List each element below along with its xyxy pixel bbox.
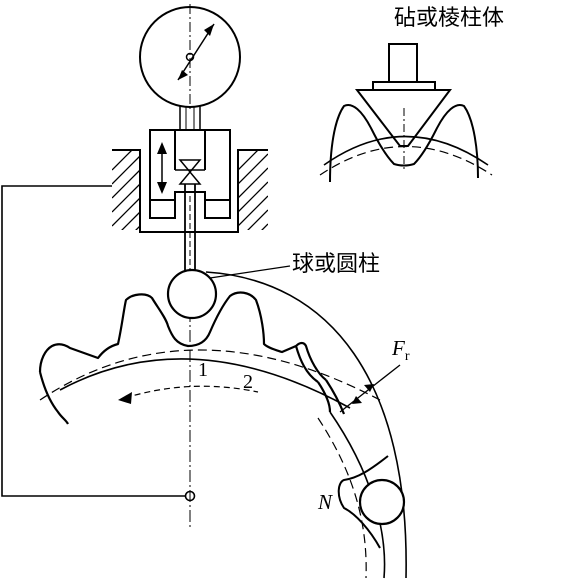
label-ball-or-cylinder: 球或圆柱	[292, 252, 381, 277]
housing-hatch-right	[238, 150, 268, 230]
gear-center-pivot	[184, 490, 196, 502]
label-fr: Fr	[392, 338, 410, 364]
anvil-pitch-circle	[319, 145, 493, 176]
rotation-arrow	[118, 385, 259, 404]
probe-housing	[112, 129, 268, 233]
label-mark-2: 2	[243, 371, 253, 393]
connection-frame	[1, 185, 196, 502]
runout-dashed-arc	[317, 417, 367, 579]
label-mark-n: N	[318, 490, 333, 514]
label-anvil-or-prism: 砧或棱柱体	[394, 6, 505, 31]
gear-pitch-circle	[39, 349, 381, 401]
housing-hatch-left	[112, 150, 141, 230]
probe-rod	[184, 184, 196, 272]
indicator-stem	[179, 106, 201, 130]
anvil-collar	[372, 81, 436, 91]
probe-ball	[166, 268, 218, 320]
label-mark-1: 1	[198, 359, 208, 381]
n-tooth	[337, 455, 406, 549]
anvil-detail	[319, 43, 493, 183]
n-measure-ball	[358, 478, 406, 526]
anvil-gear-teeth	[329, 104, 479, 183]
label-fr-sub: r	[404, 349, 410, 365]
anvil-prism	[354, 89, 452, 147]
dial-indicator	[139, 4, 241, 112]
valve-bowtie	[178, 159, 202, 185]
fr-dimension	[339, 364, 401, 413]
anvil-stem	[388, 43, 418, 83]
runout-outer-arc	[205, 271, 407, 579]
anvil-root-circle	[323, 135, 489, 166]
plunger-travel-arrow	[157, 142, 167, 194]
gear-teeth	[38, 291, 346, 425]
label-fr-main: F	[392, 336, 405, 360]
gear-root-circle	[59, 358, 351, 409]
